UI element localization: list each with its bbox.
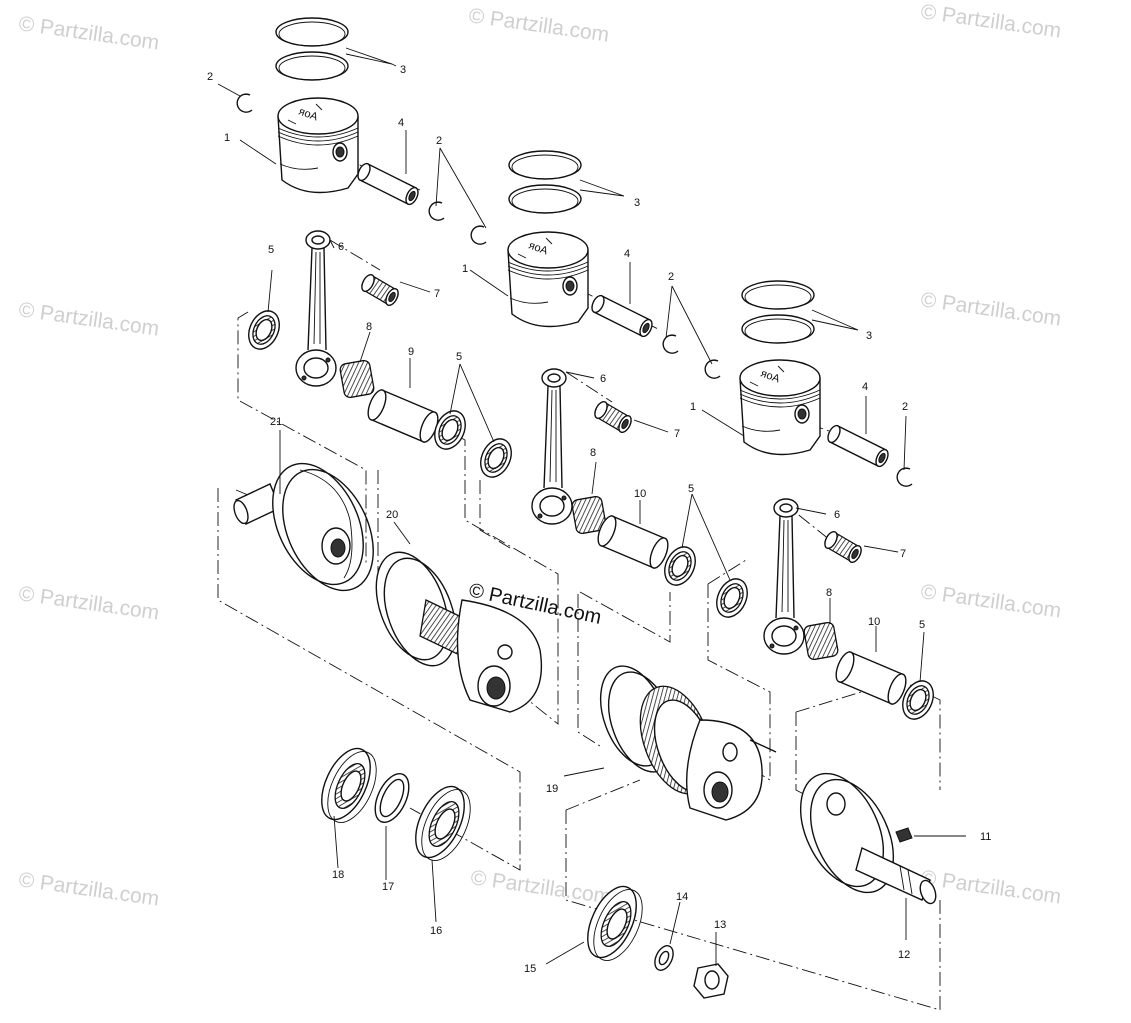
wrist-pin-3	[824, 423, 892, 469]
callout-3: 3	[866, 330, 872, 342]
callout-8: 8	[590, 447, 596, 459]
thrust-washer-5	[710, 573, 754, 623]
crank-pin-9	[367, 389, 439, 443]
callout-19: 19	[546, 783, 558, 795]
callout-7: 7	[900, 548, 906, 560]
needle-bearing-small-end-1	[358, 272, 402, 308]
callout-13: 13	[714, 919, 726, 931]
watermark-layer: © Partzilla.com © Partzilla.com © Partzi…	[17, 0, 1062, 910]
crank-pin-10-b	[835, 651, 907, 705]
circlip-3	[470, 225, 487, 245]
woodruff-key-11	[895, 827, 913, 843]
callout-2: 2	[668, 271, 674, 283]
wrist-pin-1	[354, 161, 422, 207]
callout-4: 4	[398, 117, 404, 129]
callout-2: 2	[902, 401, 908, 413]
callout-15: 15	[524, 963, 536, 975]
watermark-text: © Partzilla.com	[919, 866, 1062, 908]
crankshaft-end-12	[799, 772, 937, 905]
main-bearing-18	[311, 740, 387, 831]
callout-7: 7	[434, 288, 440, 300]
callout-10: 10	[634, 488, 646, 500]
connecting-rod-3	[763, 498, 805, 655]
callout-14: 14	[676, 891, 688, 903]
callout-21: 21	[270, 416, 282, 428]
watermark-text: © Partzilla.com	[467, 4, 610, 46]
callout-18: 18	[332, 869, 344, 881]
watermark-text: © Partzilla.com	[17, 582, 160, 624]
crankshaft-gear-19	[599, 665, 777, 821]
callout-11: 11	[980, 831, 991, 843]
callout-6: 6	[834, 509, 840, 521]
thrust-washer-1	[242, 305, 286, 355]
callout-3: 3	[634, 197, 640, 209]
callout-6: 6	[338, 241, 344, 253]
watermark-text: © Partzilla.com	[919, 288, 1062, 330]
thrust-washer-3	[474, 433, 518, 483]
connecting-rod-1	[295, 230, 337, 387]
callout-labels: 3 3 3 2 2 2 2 1 1 1 4 4 4 5 5 5 5 6 6 6 …	[207, 64, 991, 975]
callout-20: 20	[386, 509, 398, 521]
callout-1: 1	[462, 263, 468, 275]
callout-4: 4	[624, 248, 630, 260]
circlip-6	[896, 467, 913, 487]
piston-3	[739, 359, 821, 456]
circlip-1	[236, 93, 253, 113]
watermark-text: © Partzilla.com	[919, 580, 1062, 622]
callout-6: 6	[600, 373, 606, 385]
leader-lines	[217, 47, 966, 966]
needle-bearing-large-end-1	[339, 359, 375, 399]
callout-7: 7	[674, 428, 680, 440]
watermark-text: © Partzilla.com	[919, 0, 1062, 42]
callout-2: 2	[207, 71, 213, 83]
callout-5: 5	[919, 619, 925, 631]
needle-bearing-large-end-2	[571, 495, 607, 535]
piston-ring-set-2	[508, 150, 582, 214]
piston-ring-set-1	[275, 17, 349, 81]
watermark-text: © Partzilla.com	[17, 12, 160, 54]
nut-13	[693, 963, 729, 999]
callout-16: 16	[430, 925, 442, 937]
callout-4: 4	[862, 381, 868, 393]
callout-5: 5	[688, 483, 694, 495]
crankshaft-end-21	[233, 462, 374, 592]
connecting-rod-2	[531, 368, 573, 525]
callout-9: 9	[408, 346, 414, 358]
piston-2	[507, 231, 589, 328]
callout-8: 8	[366, 321, 372, 333]
callout-1: 1	[690, 401, 696, 413]
callout-2: 2	[436, 135, 442, 147]
crank-pin-10-a	[597, 515, 669, 569]
needle-bearing-large-end-3	[803, 621, 839, 661]
piston-1	[277, 97, 359, 194]
callout-12: 12	[898, 949, 910, 961]
callout-8: 8	[826, 587, 832, 599]
needle-bearing-small-end-2	[591, 399, 635, 435]
circlip-5	[704, 359, 721, 379]
watermark-text: © Partzilla.com	[17, 868, 160, 910]
callout-5: 5	[456, 351, 462, 363]
washer-14	[654, 945, 674, 971]
crankshaft-center-20	[375, 551, 543, 713]
callout-5: 5	[268, 244, 274, 256]
wrist-pin-2	[588, 293, 656, 339]
callout-3: 3	[400, 64, 406, 76]
watermark-text: © Partzilla.com	[17, 298, 160, 340]
piston-ring-set-3	[741, 280, 815, 344]
needle-bearing-small-end-3	[821, 529, 865, 565]
main-bearing-16	[405, 778, 481, 869]
watermark-text: © Partzilla.com	[469, 866, 612, 908]
circlip-4	[662, 334, 679, 354]
callout-10: 10	[868, 616, 880, 628]
callout-1: 1	[224, 132, 230, 144]
circlip-2	[428, 201, 445, 221]
seal-ring-17	[374, 773, 410, 823]
callout-17: 17	[382, 881, 394, 893]
